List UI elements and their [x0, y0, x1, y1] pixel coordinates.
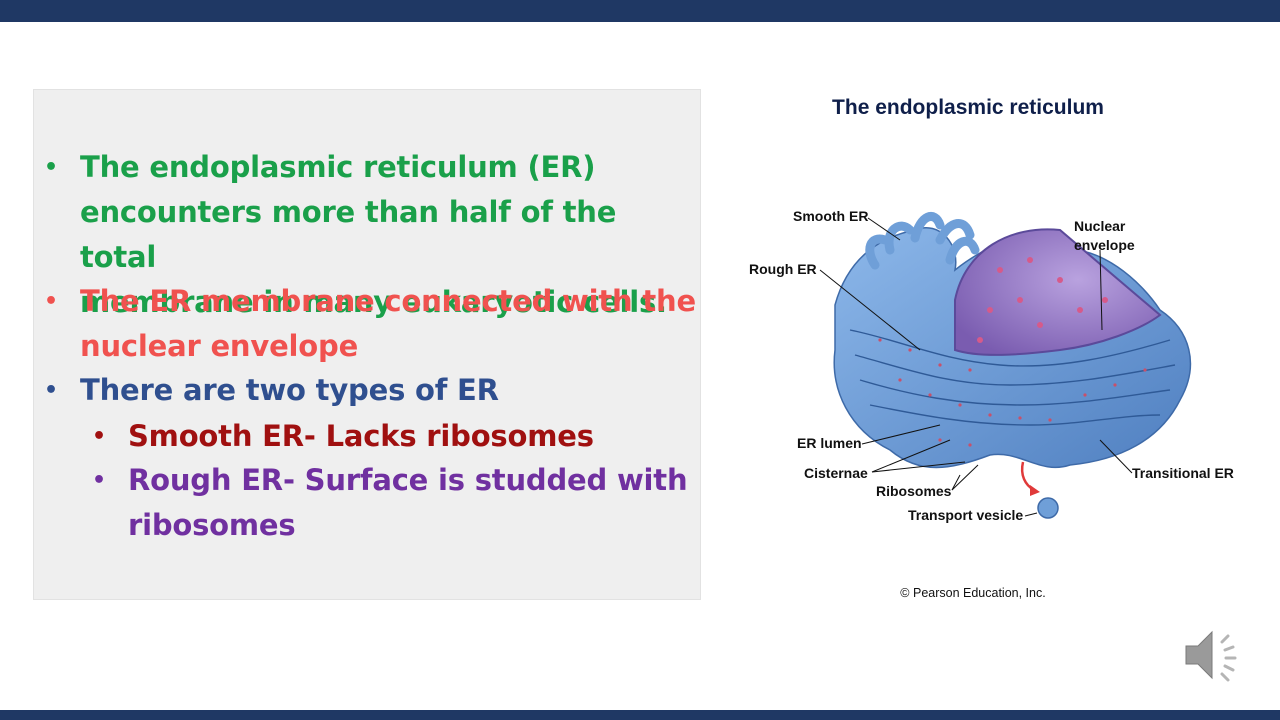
label-rough-er: Rough ER: [749, 261, 817, 277]
bullet-line: There are two types of ER: [80, 373, 499, 407]
bullet-two-types: • There are two types of ER: [44, 368, 499, 413]
nuclear-pores: [977, 257, 1108, 343]
bullet-line: encounters more than half of the total: [80, 195, 617, 274]
bullet-dot: •: [44, 289, 58, 314]
bullet-er-nuclear-connection: • The ER membrane connected with the nuc…: [44, 279, 696, 369]
label-nuclear-envelope-line1: Nuclear: [1074, 218, 1126, 234]
nucleus: [954, 228, 1162, 356]
text-panel: • The endoplasmic reticulum (ER) encount…: [33, 89, 701, 600]
bullet-dot: •: [92, 468, 106, 493]
speaker-icon[interactable]: [1182, 624, 1248, 686]
bullet-line: ribosomes: [128, 508, 296, 542]
smooth-er-tubules: [865, 212, 980, 270]
label-transport-vesicle: Transport vesicle: [908, 507, 1023, 523]
transport-vesicle: [1037, 497, 1059, 519]
vesicle-arrow: [1020, 461, 1035, 492]
bullet-line: Smooth ER- Lacks ribosomes: [128, 419, 594, 453]
bullet-dot: •: [44, 378, 58, 403]
label-nuclear-envelope-line2: envelope: [1074, 237, 1135, 253]
diagram-title: The endoplasmic reticulum: [832, 96, 1104, 119]
er-diagram: Smooth ER Rough ER Nuclear envelope ER l…: [749, 208, 1234, 523]
leader-lines: [819, 217, 1133, 517]
ribosome-dots: [878, 338, 1147, 447]
sub-bullet-rough-er: • Rough ER- Surface is studded with ribo…: [92, 458, 688, 548]
bullet-dot: •: [92, 424, 106, 449]
bullet-line: membrane in many eukaryotic cells.: [80, 285, 667, 319]
bullet-line: The ER membrane connected with the: [80, 284, 696, 318]
label-smooth-er: Smooth ER: [793, 208, 868, 224]
bullet-line: The endoplasmic reticulum (ER): [80, 150, 596, 184]
bullet-line: Rough ER- Surface is studded with: [128, 463, 688, 497]
label-cisternae: Cisternae: [804, 465, 868, 481]
label-ribosomes: Ribosomes: [876, 483, 952, 499]
bullet-line: nuclear envelope: [80, 329, 359, 363]
label-transitional-er: Transitional ER: [1132, 465, 1234, 481]
sub-bullet-smooth-er: • Smooth ER- Lacks ribosomes: [92, 414, 594, 459]
copyright-note: © Pearson Education, Inc.: [900, 586, 1046, 600]
cisternae-folds: [849, 329, 1176, 426]
bottom-accent-bar: [0, 710, 1280, 720]
vesicle-arrow-head: [1030, 485, 1040, 496]
bullet-dot: •: [44, 155, 58, 180]
top-accent-bar: [0, 0, 1280, 22]
bullet-er-membrane-share: • The endoplasmic reticulum (ER) encount…: [44, 145, 700, 325]
label-er-lumen: ER lumen: [797, 435, 862, 451]
